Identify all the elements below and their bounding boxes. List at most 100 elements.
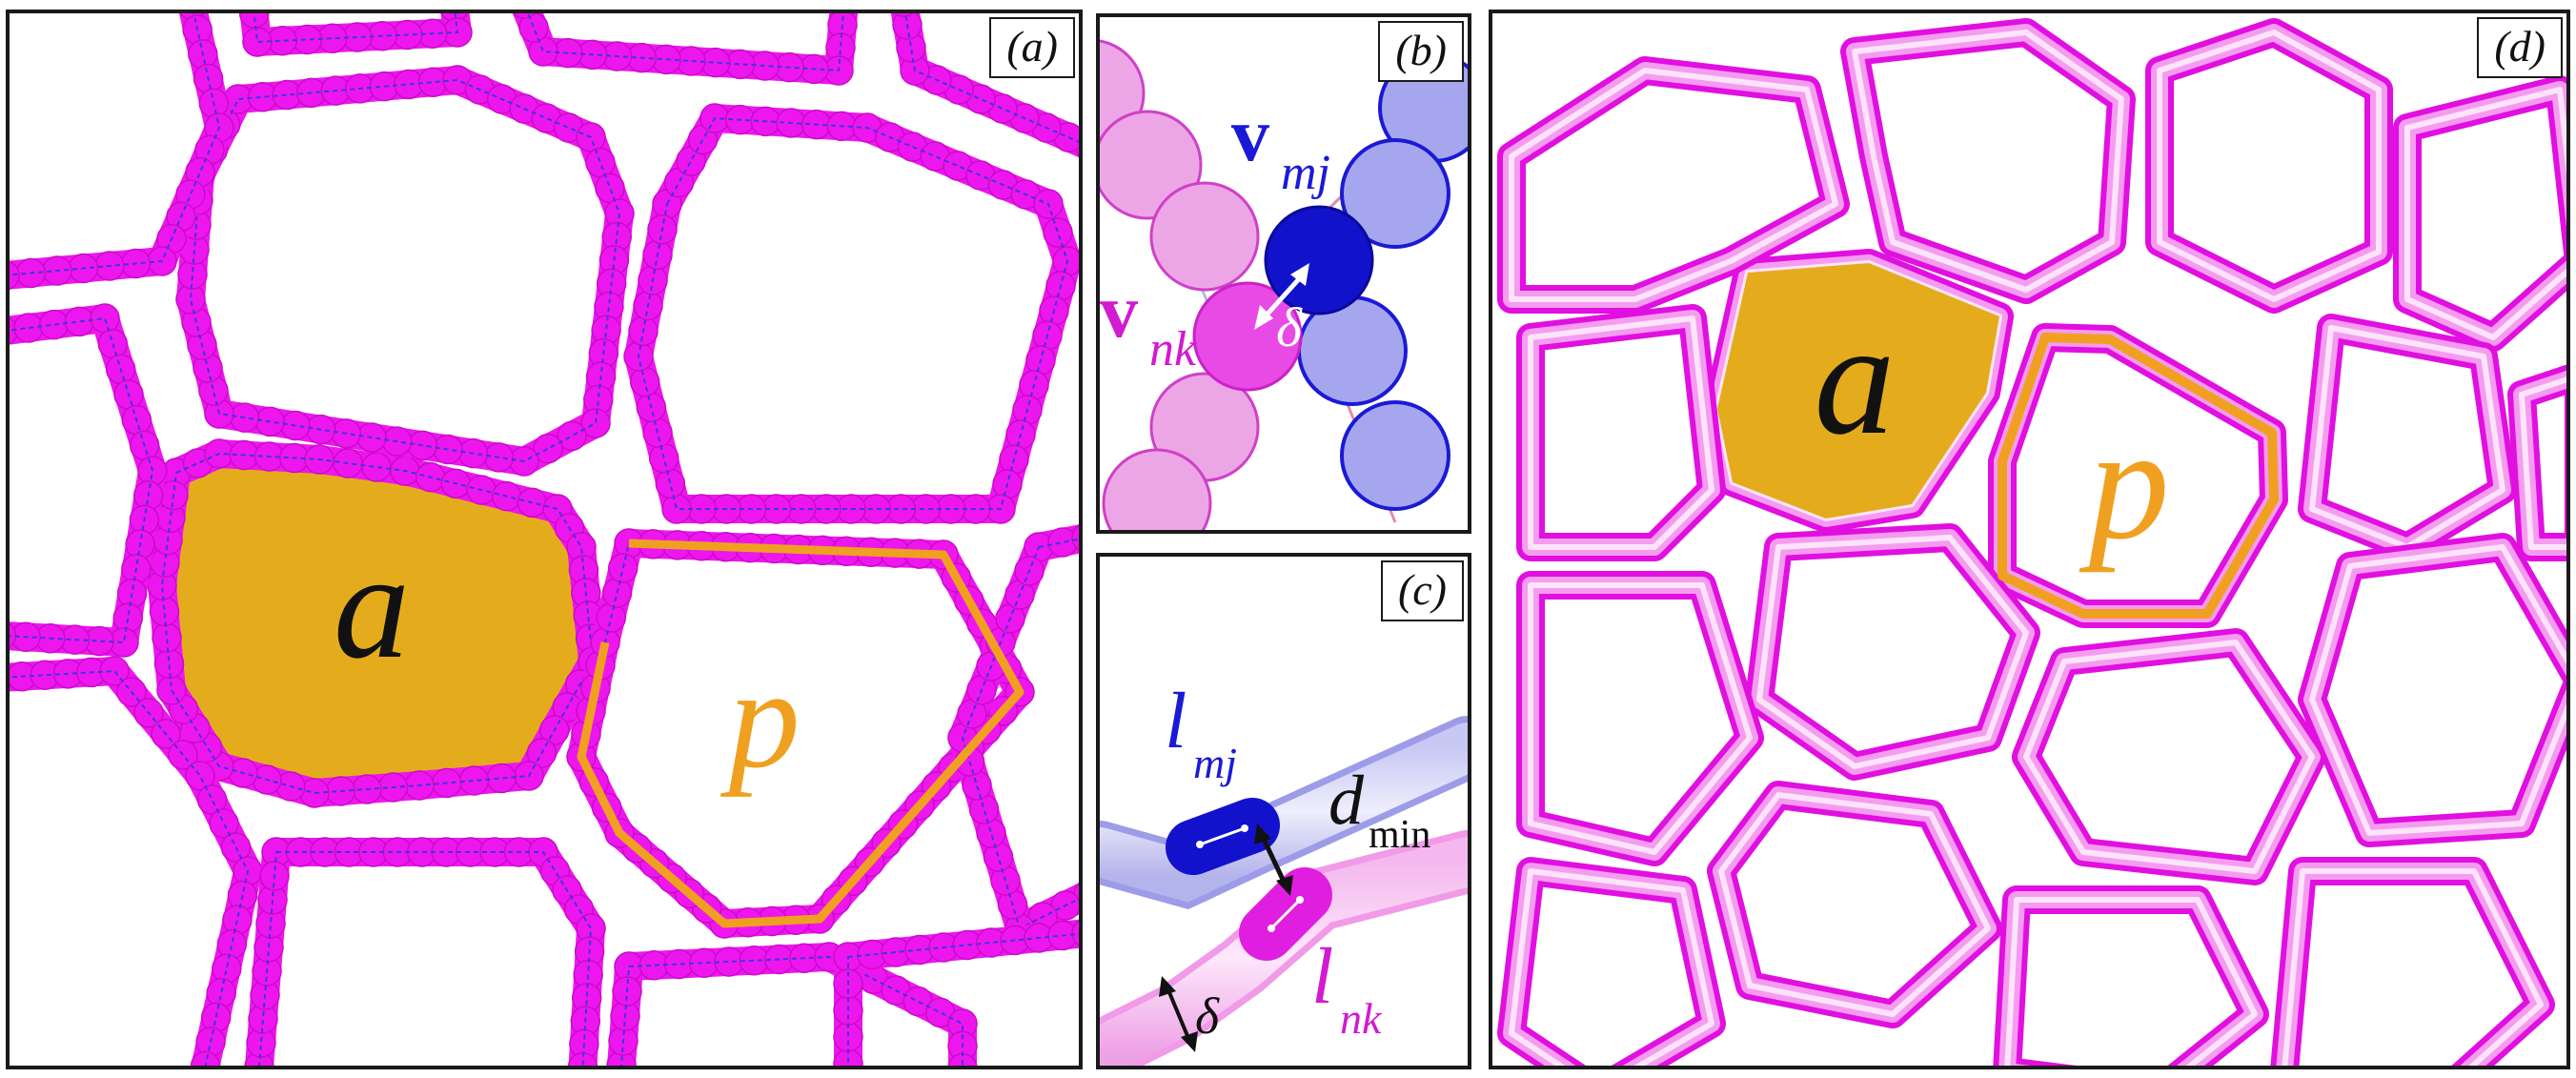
bead [557, 420, 587, 452]
tube-cell-outline [2309, 544, 2566, 836]
delta-arrow [1260, 271, 1307, 322]
tube-cell-network [1497, 18, 2566, 1066]
tube-cell-outline [2282, 868, 2544, 1066]
cell-a-fill-d [1717, 263, 1999, 519]
bead [533, 433, 563, 464]
d-min-subscript: min [1369, 813, 1430, 857]
tube-cell-outline [1528, 582, 1753, 855]
panel-c-canvas: δ l mj d min l nk [1100, 677, 1468, 1066]
panel-a-bead-cell-tissue: a p (a) [6, 10, 1083, 1069]
tube-cell-outline [1852, 30, 2124, 293]
bead [292, 24, 323, 55]
v-mj-label: v [1231, 93, 1269, 177]
segment-l-nk-axis [1269, 898, 1302, 930]
bead-ring-centerline [847, 932, 1079, 1066]
bead [152, 622, 182, 653]
bead [689, 947, 720, 978]
tube-cell-outline [1509, 868, 1714, 1066]
bead-ring-band [176, 66, 634, 476]
cell-p-outline [577, 539, 1024, 928]
tube-cell-outline [1756, 535, 2029, 769]
panel-d-canvas: a p [1497, 18, 2566, 1066]
delta-arrow-c [1165, 985, 1192, 1044]
panel-a-canvas: a p [10, 13, 1079, 1066]
bead [112, 602, 144, 634]
tube-cell-outline [2157, 30, 2382, 302]
tube-cell-outline [2519, 376, 2566, 550]
bead [216, 928, 248, 960]
bead [580, 408, 611, 438]
bead [1071, 920, 1079, 946]
bead [209, 808, 239, 839]
bead [212, 953, 242, 984]
bead [185, 761, 215, 791]
tube-cell-outline [2404, 87, 2566, 340]
bead [149, 596, 180, 627]
pink-particle-chain [1100, 39, 1260, 530]
bead [90, 303, 120, 334]
l-nk-subscript: nk [1340, 994, 1383, 1043]
bead [1052, 246, 1079, 276]
bead [648, 442, 679, 474]
bead-ring-centerline [258, 851, 593, 1066]
l-nk-label: l [1311, 932, 1333, 1021]
bead [206, 978, 236, 1008]
delta-label-b: δ [1276, 296, 1303, 358]
bead-ring-centerline [253, 13, 459, 44]
cell-a-fill [162, 454, 593, 793]
bead [222, 905, 253, 935]
bead [595, 173, 625, 204]
tube-cell-outline [1528, 315, 1714, 550]
panel-c-tag: (c) [1380, 560, 1464, 621]
cell-p-outline-d [1998, 333, 2279, 619]
bead-ring-centerline [189, 78, 621, 463]
tube-cell-outline [1718, 792, 1991, 1017]
bead [38, 309, 70, 340]
panel-a-tag: (a) [989, 17, 1075, 78]
bead-ring-centerline [637, 116, 1069, 510]
bead-rings [10, 13, 1079, 1066]
bead [518, 13, 549, 43]
tube-cell-outline [2004, 897, 2258, 1066]
segment-l-mj-axis [1199, 826, 1246, 846]
d-min-label: d [1329, 762, 1365, 840]
bead-ring-centerline [10, 669, 250, 1066]
panel-d-tube-cell-tissue: a p (d) [1489, 10, 2570, 1069]
bead [361, 452, 392, 482]
bead [156, 675, 187, 705]
bead-ring-centerline [526, 13, 845, 72]
panel-b-canvas: δ v mj v nk [1100, 39, 1468, 530]
cell-a-label: a [334, 520, 410, 690]
panel-c-segment-closeup: δ l mj d min l nk (c) [1096, 553, 1471, 1069]
cell-p-label-d: p [2079, 394, 2170, 573]
pink-tube-inner [1100, 837, 1468, 1066]
panel-b-particle-closeup: δ v mj v nk (b) [1096, 13, 1471, 534]
bead [190, 1050, 221, 1066]
tube-cell-outline [1751, 529, 2035, 775]
panel-d-tag: (d) [2477, 17, 2563, 78]
bead [196, 784, 228, 815]
bead-ring-band [245, 838, 605, 1066]
d-min-arrow [1259, 833, 1288, 887]
bead [200, 1002, 232, 1033]
bead [1043, 217, 1073, 248]
bead [661, 494, 692, 524]
bead-ring-centerline [619, 955, 963, 1066]
cell-p-label: p [720, 640, 801, 798]
cell-a-label-d: a [1815, 289, 1896, 468]
bead [655, 468, 686, 499]
panel-b-tag: (b) [1378, 21, 1464, 82]
v-mj-subscript: mj [1281, 146, 1330, 200]
delta-label-c: δ [1195, 987, 1220, 1045]
bead [64, 306, 95, 337]
bead [585, 147, 616, 178]
bead [267, 26, 297, 56]
bead-ring-centerline [961, 538, 1079, 930]
tube-cell-outline [2023, 640, 2315, 874]
v-nk-label: v [1100, 270, 1138, 354]
bead [1071, 524, 1079, 551]
bead [13, 313, 44, 343]
bead [893, 13, 914, 17]
delta-arrow-head-2 [1254, 305, 1273, 330]
v-nk-subscript: nk [1149, 322, 1197, 376]
